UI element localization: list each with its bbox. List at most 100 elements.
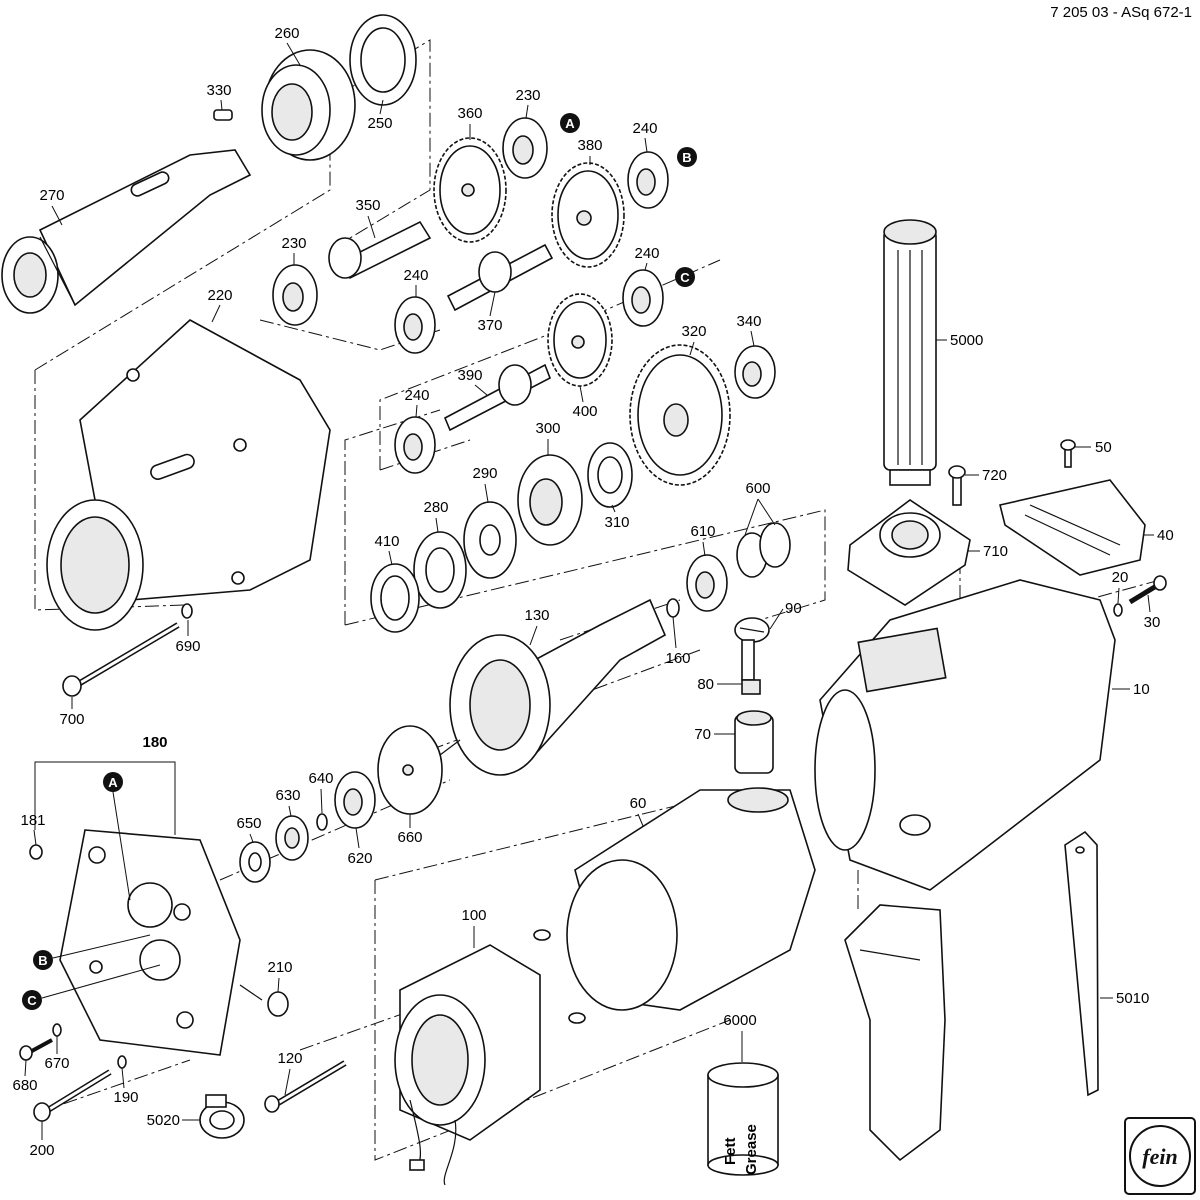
part-230-bearing-upper [502,117,548,179]
label-5000: 5000 [950,332,983,349]
part-100-field-coil [394,929,586,1186]
label-60: 60 [630,795,647,812]
grease-label-line1: Fett [722,1138,739,1166]
label-180: 180 [142,734,167,751]
part-350-pinion [328,220,432,280]
grease-label-line2: Grease [743,1124,760,1175]
part-300-bearing [517,454,583,546]
part-5020-eye-bolt [199,1094,245,1139]
part-720-screw [948,465,966,506]
part-60-housing-sleeve [566,787,816,1011]
marker-a-top: A [560,113,580,133]
part-330-key [213,109,233,121]
part-210-screw [239,984,289,1017]
label-40: 40 [1157,527,1174,544]
part-320-gear [629,344,731,486]
svg-text:C: C [27,993,37,1008]
label-700: 700 [59,711,84,728]
part-240-bearing-lower [394,416,436,474]
part-6000-grease-tin: Fett Grease [707,1062,779,1176]
marker-c-top: C [675,267,695,287]
part-360-gear [433,137,507,243]
part-310-washer [587,442,633,508]
label-10: 10 [1133,681,1150,698]
part-70-brush-holder [734,710,774,774]
part-380-gear [551,162,625,268]
label-5020: 5020 [147,1112,180,1129]
label-350: 350 [355,197,380,214]
part-5010-wedge [1064,830,1099,1097]
label-6000: 6000 [723,1012,756,1029]
part-190-washer [117,1055,127,1069]
part-650-washer [239,841,271,883]
label-181: 181 [20,812,45,829]
part-labels: 260 330 250 270 360 230 380 240 350 230 … [12,25,1173,1159]
fein-logo-text: fein [1142,1144,1177,1169]
label-280: 280 [423,499,448,516]
label-610: 610 [690,523,715,540]
part-120-screw [264,1060,347,1113]
part-80-carbon-brush [741,639,761,695]
part-260-bearing-housing [261,49,356,161]
label-100: 100 [461,907,486,924]
label-240-top: 240 [632,120,657,137]
label-230-top: 230 [515,87,540,104]
part-handle-shell [844,904,946,1162]
part-180-end-shield [59,829,241,1056]
label-210: 210 [267,959,292,976]
label-250: 250 [367,115,392,132]
svg-text:B: B [38,953,47,968]
label-640: 640 [308,770,333,787]
label-240-middle-right: 240 [634,245,659,262]
part-680-screw [19,1038,53,1061]
label-90: 90 [785,600,802,617]
part-30-screw [1128,575,1167,605]
label-300: 300 [535,420,560,437]
label-330: 330 [206,82,231,99]
label-240-middle-left: 240 [403,267,428,284]
part-690-washer [181,603,193,619]
part-370-pinion [446,243,554,312]
label-630: 630 [275,787,300,804]
part-20-washer [1113,603,1123,617]
label-720: 720 [982,467,1007,484]
part-181-plug [29,844,43,860]
label-5010: 5010 [1116,990,1149,1007]
label-20: 20 [1112,569,1129,586]
label-690: 690 [175,638,200,655]
part-5000-handle-tube [883,219,937,486]
label-660: 660 [397,829,422,846]
part-610-bearing [686,554,728,612]
label-80: 80 [697,676,714,693]
part-620-bearing [334,771,376,829]
svg-text:A: A [565,116,575,131]
part-220-gear-housing [46,319,331,631]
marker-a-lower: A [103,772,131,901]
part-40-vent-cover [999,479,1146,576]
part-400-gear [547,293,613,387]
label-320: 320 [681,323,706,340]
label-600: 600 [745,480,770,497]
part-10-motor-housing [814,579,1116,891]
part-240-bearing-upper [627,151,669,209]
label-50: 50 [1095,439,1112,456]
label-680: 680 [12,1077,37,1094]
label-160: 160 [665,650,690,667]
part-390-pinion [443,363,552,432]
part-630-ring [275,815,309,861]
label-710: 710 [983,543,1008,560]
part-90-brush-cap [734,617,770,643]
part-600-disc [736,522,791,578]
marker-b-top: B [677,147,697,167]
label-240-lower: 240 [404,387,429,404]
part-640-circlip [316,813,328,831]
label-410: 410 [374,533,399,550]
part-670-washer [52,1023,62,1037]
label-400: 400 [572,403,597,420]
part-240-bearing-middle-left [394,296,436,354]
label-360: 360 [457,105,482,122]
part-230-bearing-lower [272,264,318,326]
part-240-bearing-middle-right [622,269,664,327]
part-160-circlip [666,598,680,618]
